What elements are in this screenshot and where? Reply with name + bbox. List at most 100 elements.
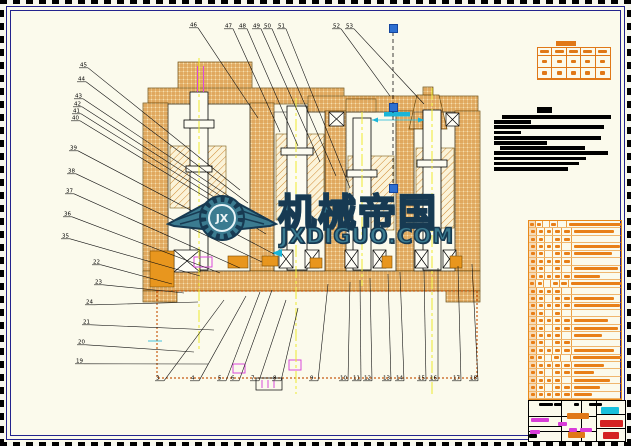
bom-cell	[537, 235, 545, 243]
bom-cell	[562, 347, 572, 354]
title-block-divider	[561, 401, 562, 441]
bom-cell-text-blob	[530, 363, 535, 367]
bom-cell-text-blob	[563, 385, 570, 389]
title-block-dash	[574, 403, 579, 406]
title-block-dash	[529, 434, 537, 438]
callout-leader	[71, 216, 221, 274]
bom-cell	[545, 235, 553, 243]
bom-cell	[545, 317, 553, 324]
bom-row	[529, 272, 621, 281]
bom-cell	[553, 317, 562, 324]
watermark-brand-name: 机械帝国	[277, 190, 439, 236]
bom-cell-text-blob	[538, 274, 543, 278]
notes-redacted-line	[494, 120, 531, 124]
callout-leader	[75, 173, 263, 263]
bom-cell-text-blob	[538, 371, 543, 375]
title-block-divider	[596, 428, 625, 429]
bom-cell	[545, 287, 553, 295]
callout-number: 5	[218, 376, 222, 382]
bom-cell	[545, 265, 553, 272]
bom-cell	[545, 258, 553, 265]
callout-number: 3	[156, 376, 160, 382]
bom-cell	[537, 272, 545, 280]
param-table-text-blob	[540, 49, 550, 54]
param-table-cell	[538, 67, 553, 79]
bom-cell-text-blob	[537, 282, 542, 286]
bom-cell	[529, 317, 537, 324]
centerlines	[198, 58, 433, 394]
bom-cell	[529, 265, 537, 272]
param-table-cell	[538, 56, 553, 68]
bom-cell	[562, 310, 572, 317]
bom-cell	[537, 332, 545, 339]
bom-cell	[551, 280, 560, 287]
bom-row	[529, 235, 621, 244]
bom-cell	[553, 272, 562, 280]
bom-cell	[562, 302, 572, 310]
callout-number: 6	[231, 376, 235, 382]
bom-cell	[529, 302, 537, 310]
bom-cell	[553, 376, 562, 384]
bom-desc-cell	[572, 369, 621, 375]
bom-cell-text-blob	[554, 341, 560, 345]
callout-number: 50	[264, 24, 271, 30]
param-table-cell	[595, 68, 610, 79]
notes-redacted-line	[502, 115, 611, 119]
callout-number: 16	[430, 376, 437, 382]
callout-leader	[198, 295, 247, 381]
title-block-id-text	[601, 407, 619, 414]
notes-redacted-line	[494, 130, 521, 135]
callout-number: 39	[70, 146, 77, 152]
bom-cell-text-blob	[554, 378, 560, 382]
bom-desc-cell	[572, 258, 621, 264]
notes-redacted-line	[494, 151, 608, 156]
bom-cell-text-blob	[563, 341, 570, 345]
param-table-header-cell	[538, 48, 553, 56]
bom-cell	[545, 272, 553, 280]
bom-cell-text-blob	[563, 252, 570, 256]
bom-cell-text-blob	[530, 356, 535, 360]
bom-cell-text-blob	[554, 267, 560, 271]
callout-number: 49	[253, 24, 260, 30]
callout-number: 40	[72, 116, 79, 122]
callout-leader	[102, 284, 185, 294]
selection-grip[interactable]	[388, 102, 398, 112]
bom-cell-text-blob	[563, 371, 570, 375]
bom-cell	[537, 369, 545, 376]
bom-cell	[545, 250, 553, 258]
bom-cell	[537, 258, 545, 265]
parts-list-table	[528, 220, 622, 400]
bom-cell	[537, 317, 545, 324]
sheet-edge-dash-top	[0, 0, 631, 4]
bom-cell	[545, 243, 553, 250]
bom-cell	[537, 287, 545, 295]
bom-cell	[553, 324, 562, 332]
bom-desc-cell	[569, 280, 622, 286]
bom-cell	[543, 221, 551, 228]
callout-number: 7	[251, 376, 255, 382]
bom-cell	[553, 243, 562, 250]
bom-cell	[545, 332, 553, 339]
bom-cell-text-blob	[552, 282, 558, 286]
bom-cell-text-blob	[530, 348, 535, 352]
callout-number: 41	[73, 109, 80, 115]
bom-row	[529, 310, 621, 318]
selection-grip[interactable]	[388, 23, 398, 33]
bom-cell-text-blob	[546, 348, 551, 352]
bom-row	[529, 339, 621, 348]
technical-notes-block	[494, 107, 616, 172]
selection-grip[interactable]	[388, 183, 398, 193]
bom-cell-text-blob	[530, 296, 535, 300]
callout-leader	[163, 299, 225, 381]
bom-cell	[560, 280, 570, 287]
bom-cell	[553, 347, 562, 354]
bom-cell	[553, 250, 562, 258]
bom-row	[529, 243, 621, 251]
bom-cell-text-blob	[538, 378, 543, 382]
watermark: JX 机械帝国 JXDIGUO.COM	[165, 182, 461, 256]
bom-cell-text-blob	[554, 311, 560, 315]
title-block-dash	[589, 403, 602, 406]
bom-cell-text-blob	[546, 274, 551, 278]
bom-cell-text-blob	[546, 319, 551, 323]
bom-cell-text-blob	[538, 304, 543, 308]
